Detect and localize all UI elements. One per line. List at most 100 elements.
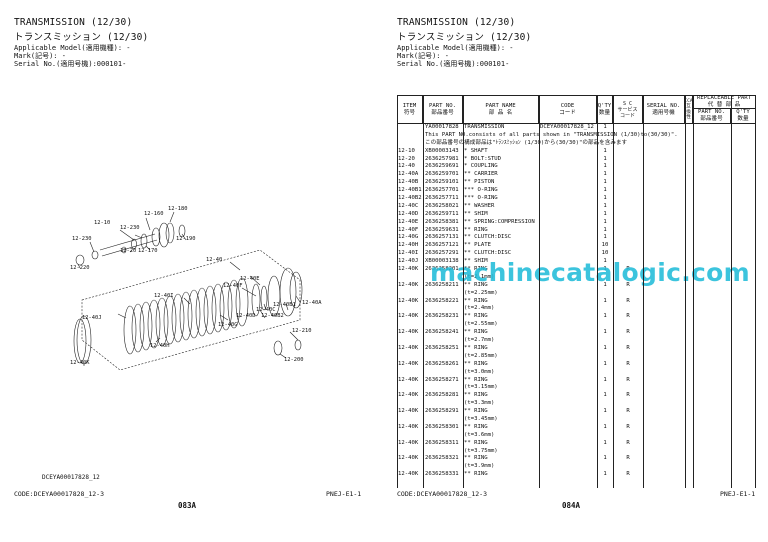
cell-sc: R: [626, 376, 630, 383]
cell-item: 12-40B1: [398, 187, 422, 194]
cell-name: ** RING: [464, 344, 488, 351]
cell-item: 12-40G: [398, 234, 419, 241]
table-note-en: This PART NO.consists of all parts shown…: [397, 132, 755, 140]
header-qty-en: Q'TY: [597, 102, 612, 109]
table-row: (t=2.4mm): [397, 305, 755, 313]
callout-12-40f: 12-40F: [223, 283, 243, 289]
table-row: (t=3.75mm): [397, 448, 755, 456]
callout-12-40c: 12-40C: [256, 307, 276, 313]
cell-qty: 1: [603, 218, 607, 225]
cell-sc: R: [626, 392, 630, 399]
header-qty: Q'TY 数量: [597, 96, 613, 123]
cell-qty: 1: [603, 471, 607, 478]
cell-item: 12-40D: [398, 210, 419, 217]
header-item-en: ITEM: [402, 102, 417, 109]
cell-name: (t=3.6mm): [464, 431, 495, 438]
left-page-title: TRANSMISSION (12/30): [14, 17, 133, 28]
cell-name: (t=2.55mm): [464, 321, 498, 328]
cell-partno: 2636258251: [425, 344, 459, 351]
cell-partno: 2636258231: [425, 313, 459, 320]
table-row: (t=2.7mm): [397, 337, 755, 345]
callout-12-180: 12-180: [168, 206, 188, 212]
cell-qty: 1: [603, 455, 607, 462]
cell-qty: 10: [601, 242, 609, 249]
table-column-divider: [539, 95, 540, 488]
cell-item: 12-40K: [398, 360, 419, 367]
cell-name: ** RING: [464, 313, 488, 320]
cell-partno: 2636257131: [425, 234, 459, 241]
cell-name: (t=3.75mm): [464, 447, 498, 454]
cell-qty: 1: [603, 124, 607, 130]
cell-item: 12-40K: [398, 376, 419, 383]
cell-partno: XB00003138: [425, 258, 459, 265]
cell-sc: R: [626, 423, 630, 430]
cell-partno: 2636259691: [425, 163, 459, 170]
table-row: (t=2.25mm): [397, 290, 755, 298]
callout-12-190: 12-190: [176, 236, 196, 242]
cell-sc: R: [626, 329, 630, 336]
cell-partno: 2636258021: [425, 202, 459, 209]
callout-12-40g: 12-40G: [218, 322, 238, 328]
cell-name: ** RING: [464, 376, 488, 383]
table-column-divider: [685, 95, 686, 488]
callout-12-40: 12-40: [206, 257, 223, 263]
cell-name: ** SPRING:COMPRESSION: [464, 218, 535, 225]
cell-qty: 1: [603, 266, 607, 273]
header-rp-partno-en: PART NO.: [698, 109, 725, 115]
cell-partno: 2636259711: [425, 210, 459, 217]
cell-name: ** SHIM: [464, 258, 488, 265]
cell-partno: 2636258211: [425, 281, 459, 288]
cell-partno: 2636257701: [425, 187, 459, 194]
cell-item: 12-40K: [398, 266, 419, 273]
header-ica-jp3: 性: [686, 115, 691, 120]
header-rp-qty: Q'TY 数量: [731, 109, 755, 123]
header-rp-partno: PART NO. 部品番号: [693, 109, 731, 123]
cell-partno: 2636258291: [425, 408, 459, 415]
cell-name: (t=2.25mm): [464, 289, 498, 296]
cell-item: 12-40J: [398, 258, 419, 265]
cell-qty: 1: [603, 344, 607, 351]
cell-sc: R: [626, 344, 630, 351]
cell-name: ** RING: [464, 226, 488, 233]
cell-item: 12-40K: [398, 313, 419, 320]
cell-qty: 1: [603, 187, 607, 194]
left-page-number: 083A: [178, 501, 197, 510]
header-replaceable-en: REPLACEABLE PART: [697, 95, 751, 101]
header-sc-jp2: コード: [619, 112, 635, 119]
header-rp-qty-en: Q'TY: [736, 109, 750, 115]
cell-name: ** WASHER: [464, 202, 495, 209]
cell-partno: 2636257711: [425, 195, 459, 202]
cell-name: (t=3.3mm): [464, 400, 495, 407]
exploded-parts-diagram: [73, 211, 303, 371]
header-serial: SERIAL NO. 適用号機: [643, 96, 685, 123]
table-note-en-text: This PART NO.consists of all parts shown…: [425, 131, 678, 138]
header-item-jp: 符号: [403, 109, 416, 116]
table-row: (t=3.9mm): [397, 463, 755, 471]
cell-qty: 1: [603, 210, 607, 217]
right-serial: Serial No.(適用号機):000101-: [397, 60, 510, 68]
cell-item: 12-40K: [398, 297, 419, 304]
right-page-title: TRANSMISSION (12/30): [397, 17, 516, 28]
cell-partno: 2636258271: [425, 376, 459, 383]
cell-name: (t=3.15mm): [464, 384, 498, 391]
cell-qty: 1: [603, 281, 607, 288]
callout-12-230-b: 12-230: [72, 236, 92, 242]
callout-12-40k: 12-40K: [70, 360, 90, 366]
cell-item: 12-40E: [398, 218, 419, 225]
cell-name: ** RING: [464, 455, 488, 462]
header-partno-en: PART NO.: [429, 102, 456, 109]
table-column-divider: [731, 95, 732, 488]
cell-item: 12-40K: [398, 439, 419, 446]
right-applicable-model: Applicable Model(適用機種): -: [397, 44, 514, 52]
cell-name: ** RING: [464, 439, 488, 446]
cell-qty: 1: [603, 147, 607, 154]
cell-name: ** RING: [464, 408, 488, 415]
